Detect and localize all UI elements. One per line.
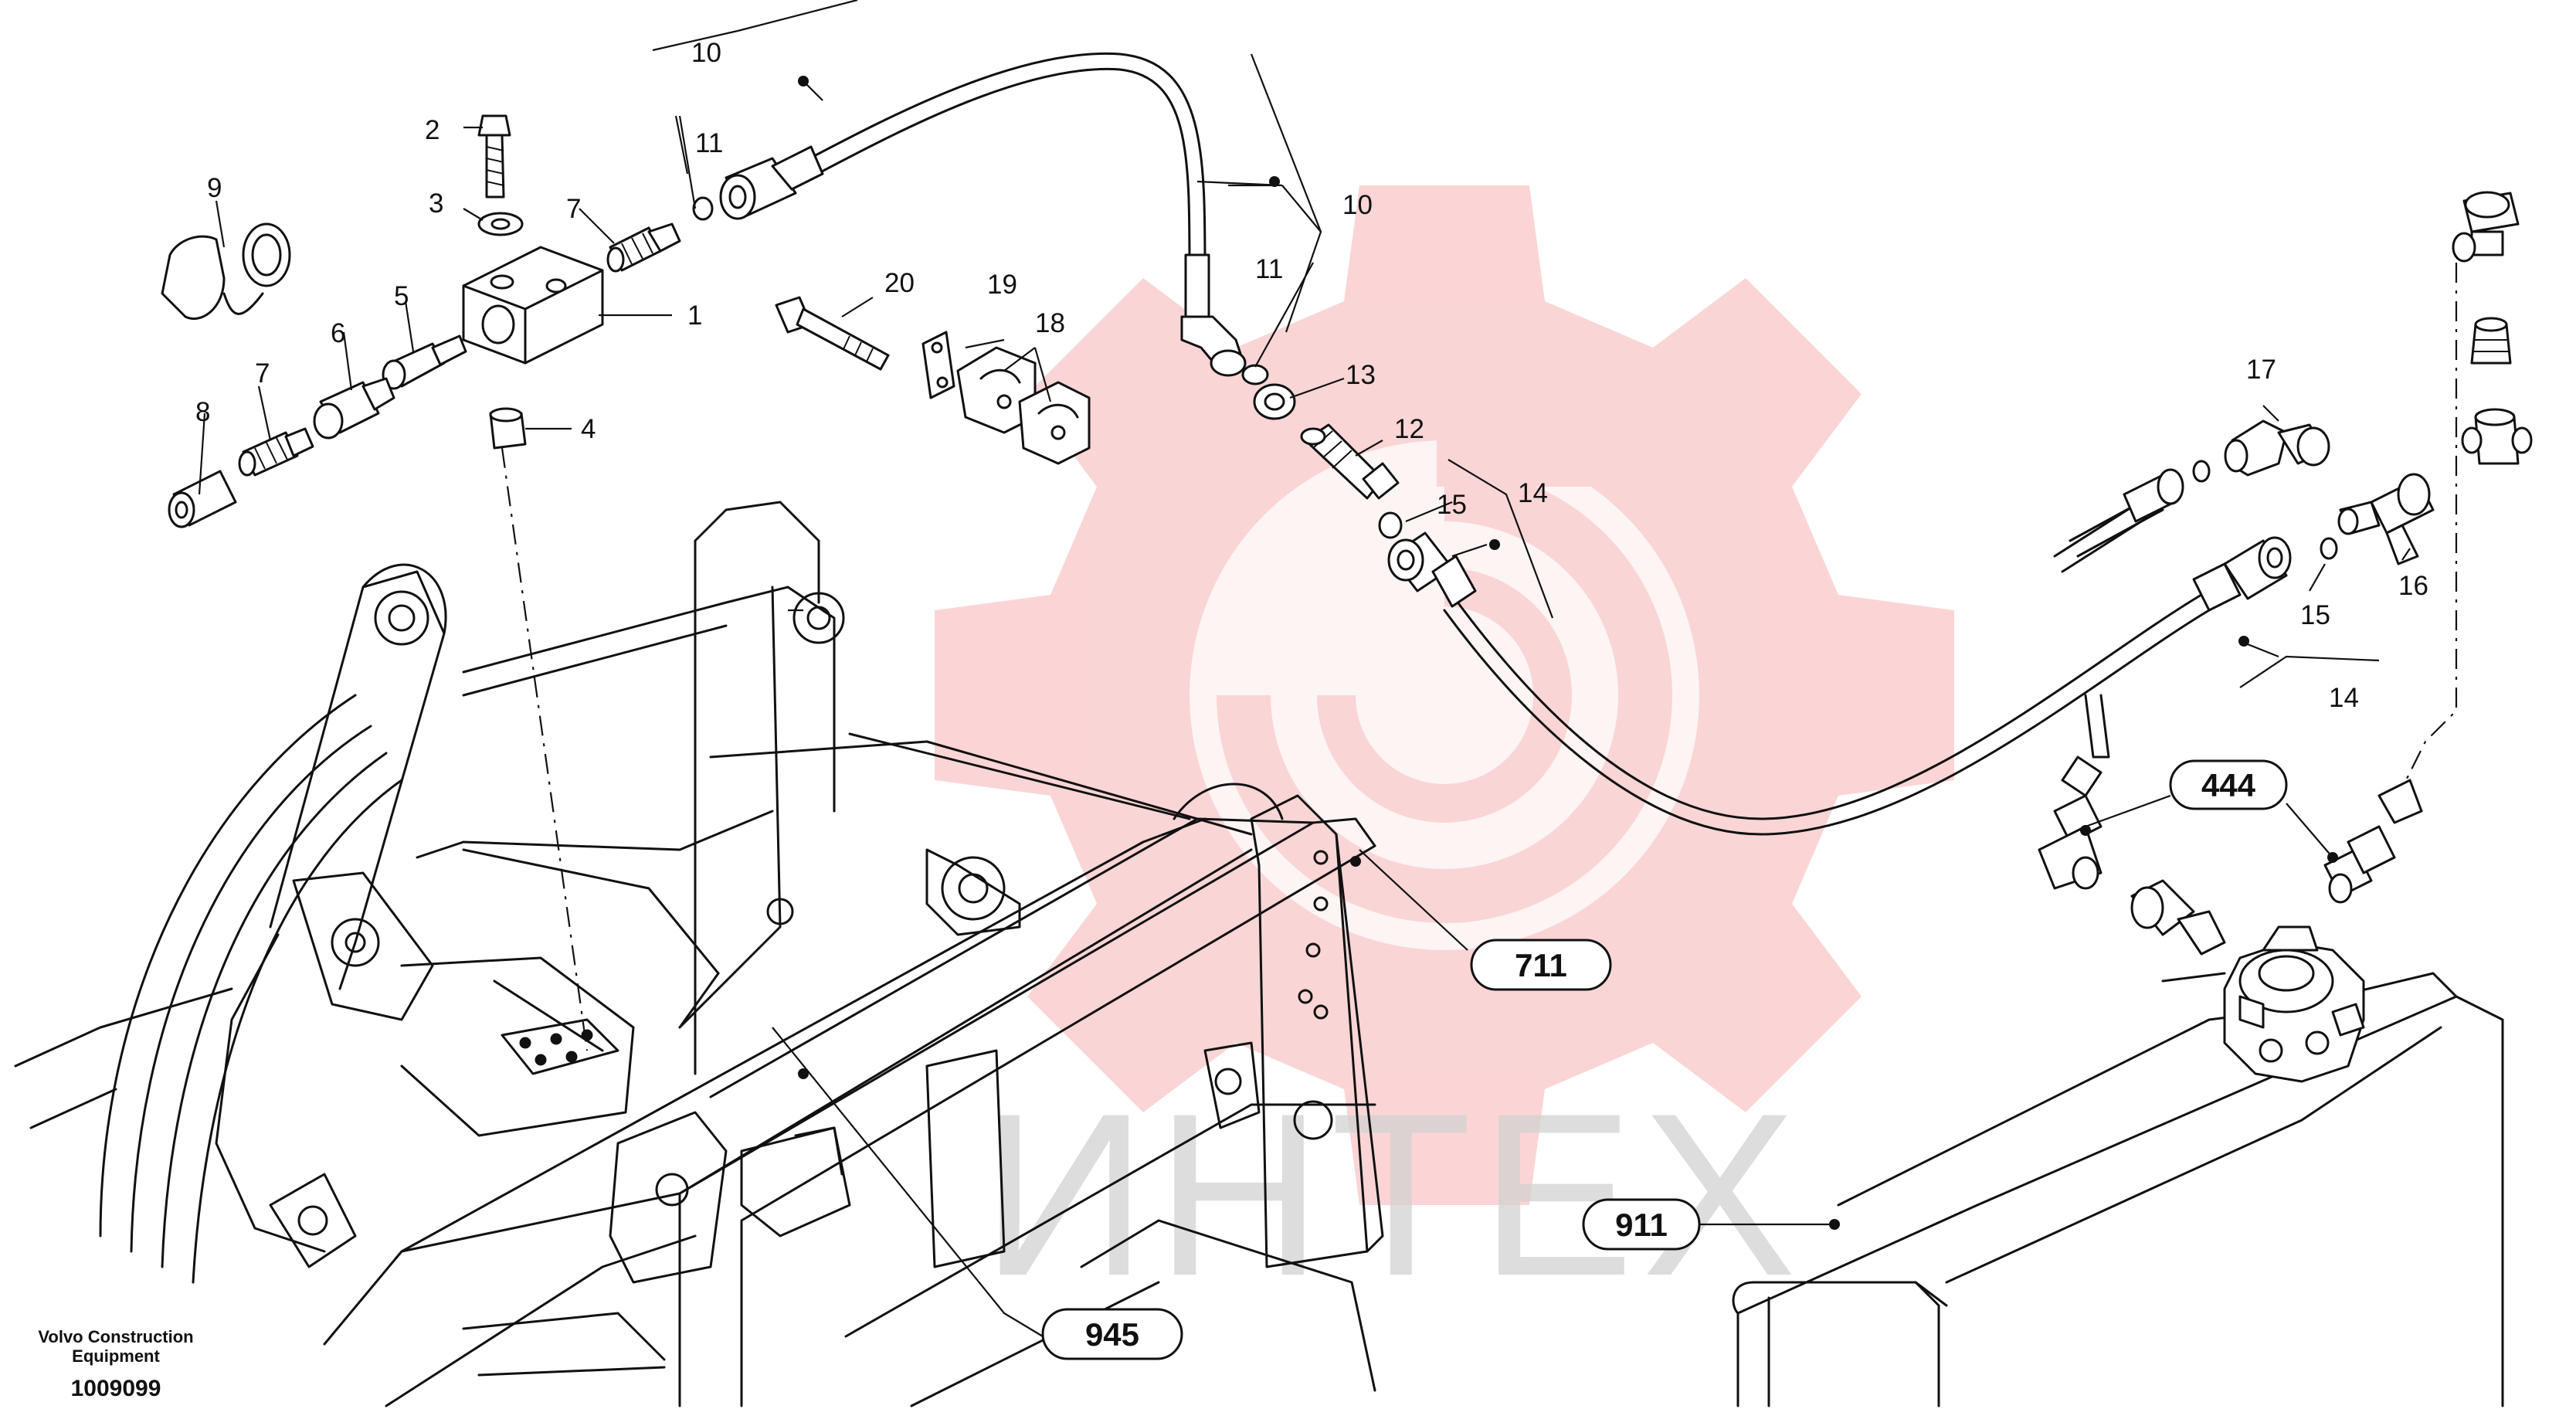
label-19: 19 xyxy=(987,270,1017,300)
label-9: 9 xyxy=(207,173,222,203)
part-2-bolt xyxy=(477,114,511,199)
part-9-dust-cap xyxy=(161,222,291,320)
part-19-plate xyxy=(921,331,955,399)
hose-10-dash xyxy=(803,80,823,101)
part-11-o-ring-mid xyxy=(1241,364,1269,385)
watermark-gear-logo xyxy=(935,185,1954,1205)
fitting-tee-low xyxy=(2461,408,2533,465)
part-20-bolt xyxy=(775,296,890,371)
callout-911: 911 xyxy=(1582,1198,1701,1251)
loader-frame xyxy=(14,501,1384,1407)
label-13: 13 xyxy=(1346,360,1376,390)
part-18-clamp xyxy=(956,346,1091,465)
callout-711: 711 xyxy=(1470,939,1612,991)
footer-manufacturer: Volvo Construction Equipment 1009099 xyxy=(38,1327,193,1401)
fitting-adapter-mid xyxy=(2470,317,2512,365)
part-15-o-ring-left xyxy=(1378,511,1403,539)
part-8-nipple xyxy=(168,470,237,528)
centerline-block xyxy=(501,447,589,1051)
label-7a: 7 xyxy=(255,358,270,389)
label-5: 5 xyxy=(394,281,409,311)
label-4: 4 xyxy=(581,414,596,444)
hose-left-return xyxy=(2069,493,2164,759)
label-18: 18 xyxy=(1035,308,1065,338)
part-7-adapter-right xyxy=(606,222,681,273)
label-14a: 14 xyxy=(1518,478,1548,508)
label-17: 17 xyxy=(2246,355,2276,385)
leader-lines xyxy=(198,0,2411,1337)
hose-14-end-right xyxy=(2192,536,2292,612)
label-11a: 11 xyxy=(695,128,723,158)
drawing-number: 1009099 xyxy=(71,1376,161,1401)
label-15a: 15 xyxy=(1437,490,1467,520)
manufacturer-line-2: Equipment xyxy=(72,1346,160,1366)
fuel-sender-unit xyxy=(2161,925,2365,1083)
label-2: 2 xyxy=(425,115,440,145)
svg-text:911: 911 xyxy=(1615,1207,1668,1243)
label-1: 1 xyxy=(687,300,702,331)
manufacturer-line-1: Volvo Construction xyxy=(38,1327,193,1346)
part-7-adapter-left xyxy=(238,427,314,477)
hose-return-fitting xyxy=(2053,468,2184,573)
tank-fitting-left xyxy=(2038,755,2103,890)
label-6: 6 xyxy=(331,318,345,348)
label-20: 20 xyxy=(884,268,915,298)
o-ring-near-17 xyxy=(2192,460,2211,483)
fuel-tank xyxy=(1732,972,2504,1407)
svg-text:711: 711 xyxy=(1515,947,1567,983)
part-4-plug xyxy=(489,407,527,450)
label-16: 16 xyxy=(2398,571,2428,601)
fitting-tee-top xyxy=(2452,191,2520,263)
part-15-o-ring-right xyxy=(2320,537,2338,560)
hose-10-elbow-fitting xyxy=(1180,253,1247,377)
label-15b: 15 xyxy=(2300,600,2330,630)
part-12-adapter xyxy=(1300,423,1400,500)
label-10b: 10 xyxy=(1342,190,1373,220)
label-3: 3 xyxy=(429,188,443,219)
callout-945: 945 xyxy=(1041,1308,1183,1360)
label-12: 12 xyxy=(1394,414,1424,444)
part-labels: 1 2 3 4 5 6 7 7 8 9 10 10 11 11 12 13 14… xyxy=(195,38,2428,713)
svg-text:444: 444 xyxy=(2201,767,2256,803)
label-7b: 7 xyxy=(566,194,581,224)
gear-icon xyxy=(935,185,1954,1205)
label-8: 8 xyxy=(195,397,210,427)
hose-14 xyxy=(1443,593,2211,836)
part-5-nipple xyxy=(382,334,467,390)
hose-10-end-fitting xyxy=(719,145,824,220)
tank-fitting-center xyxy=(2130,879,2226,956)
part-13-nut xyxy=(1253,383,1296,420)
part-16-tee xyxy=(2337,473,2435,565)
watermark-text: ИНТЕХ xyxy=(981,1064,1804,1324)
hose-14-end-left xyxy=(1387,531,1477,608)
tank-fitting-right xyxy=(2323,779,2423,904)
hose-10 xyxy=(771,52,1207,272)
svg-text:945: 945 xyxy=(1085,1316,1139,1353)
part-11-o-ring-top xyxy=(692,196,714,221)
label-11b: 11 xyxy=(1255,254,1283,284)
label-10a: 10 xyxy=(691,38,721,68)
leader-dots xyxy=(798,76,2338,1230)
callout-444: 444 xyxy=(2169,759,2288,810)
part-3-washer xyxy=(477,212,524,236)
part-6-union xyxy=(313,377,395,440)
label-14b: 14 xyxy=(2329,683,2359,713)
part-1-block xyxy=(462,246,604,365)
part-17-elbow xyxy=(2224,419,2330,477)
centerline-tank xyxy=(2401,263,2458,789)
